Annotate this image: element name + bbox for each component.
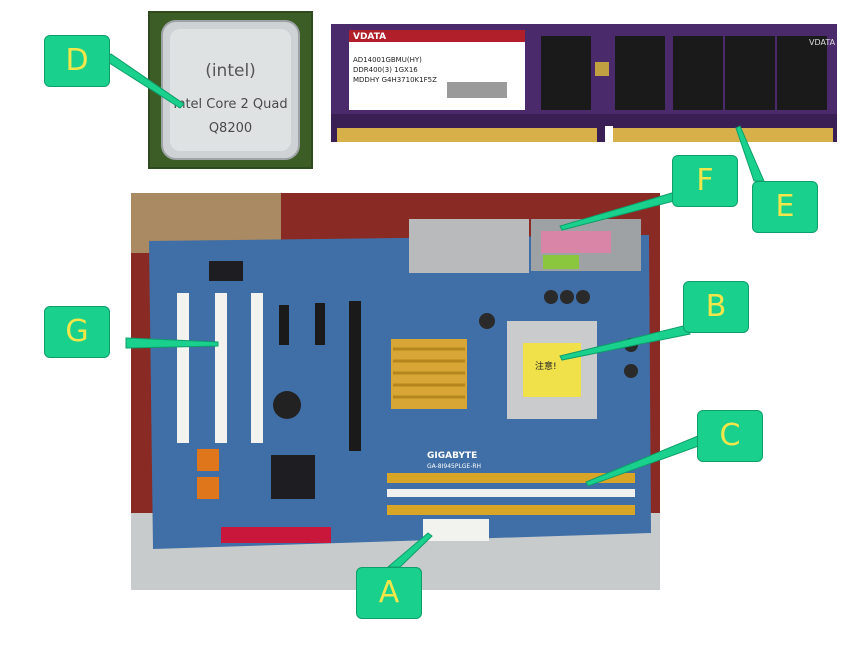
motherboard-image: GIGABYTE GA-8I945PLGE-RH 注意!: [131, 193, 660, 590]
board-model: GA-8I945PLGE-RH: [427, 463, 482, 470]
ram-label-line1: AD14001GBMU(HY): [353, 56, 422, 64]
ram-module: [327, 18, 844, 153]
callout-a: A: [356, 567, 422, 619]
ram-chip-label: VDATA: [809, 38, 836, 47]
cpu-image: (intel) Intel Core 2 Quad Q8200: [148, 11, 313, 169]
ram-brand: VDATA: [353, 32, 387, 42]
leader-e: [735, 125, 765, 182]
motherboard: [131, 193, 660, 590]
leader-a: [386, 532, 433, 568]
leader-b: [559, 325, 691, 361]
callout-d: D: [44, 35, 110, 87]
cpu-model-number: Q8200: [208, 121, 253, 136]
callout-e: E: [752, 181, 818, 233]
socket-warning-label: 注意!: [535, 362, 557, 372]
cpu-package: [148, 11, 313, 169]
board-brand: GIGABYTE: [427, 451, 478, 461]
callout-c: C: [697, 410, 763, 462]
cpu-model-line: Intel Core 2 Quad: [173, 97, 288, 112]
leader-c: [585, 435, 705, 487]
callout-f: F: [672, 155, 738, 207]
ram-image: VDATA AD14001GBMU(HY) DDR400(3) 1GX16 MD…: [327, 18, 844, 153]
callout-b: B: [683, 281, 749, 333]
ram-label-line3: MDDHY G4H3710K1F5Z: [353, 76, 437, 84]
ram-label-line2: DDR400(3) 1GX16: [353, 66, 418, 74]
leader-g: [125, 337, 219, 349]
leader-d: [102, 53, 185, 109]
callout-g: G: [44, 306, 110, 358]
intel-logo: (intel): [205, 61, 256, 81]
leader-f: [559, 192, 679, 231]
